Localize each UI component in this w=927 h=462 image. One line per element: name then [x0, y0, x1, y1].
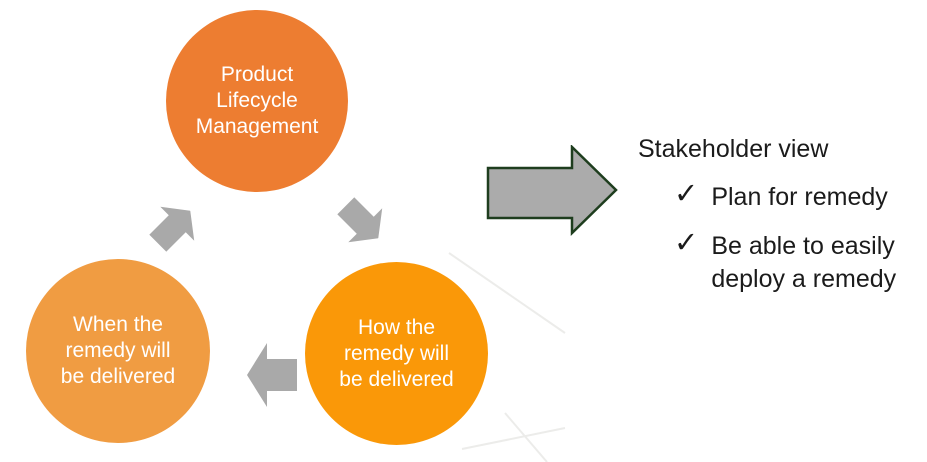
circle-label-line: be delivered — [60, 365, 176, 388]
circle-how-remedy-delivered: How the remedy will be delivered — [305, 262, 488, 445]
circle-label-line: Product — [220, 63, 294, 86]
check-icon: ✓ — [674, 227, 699, 259]
checklist-item-label: Be able to easily deploy a remedy — [711, 230, 896, 296]
circle-label-line: Management — [195, 115, 319, 138]
circle-label-line: When the — [73, 313, 163, 336]
checklist-item: ✓ Plan for remedy — [674, 179, 888, 214]
stakeholder-arrow-icon — [486, 145, 618, 236]
checklist-item: ✓ Be able to easily deploy a remedy — [674, 228, 896, 296]
checklist-item-label: Plan for remedy — [711, 183, 888, 211]
stakeholder-view-title: Stakeholder view — [638, 135, 829, 163]
circle-when-remedy-delivered: When the remedy will be delivered — [26, 259, 210, 443]
circle-label-line: be delivered — [339, 367, 454, 391]
circle-label-line: How the — [357, 315, 436, 339]
cycle-arrow-down-right-icon — [329, 189, 395, 255]
check-icon: ✓ — [674, 178, 699, 210]
cycle-arrow-up-right-icon — [141, 194, 207, 260]
cycle-arrow-left-icon — [247, 343, 297, 407]
circle-product-lifecycle-management: Product Lifecycle Management — [166, 10, 348, 192]
checklist-item-line: deploy a remedy — [711, 265, 897, 293]
checklist-item-line: Be able to easily — [711, 232, 895, 260]
circle-label-line: remedy will — [343, 341, 450, 365]
circle-label-line: Lifecycle — [216, 89, 298, 112]
circle-label-line: remedy will — [65, 339, 171, 362]
